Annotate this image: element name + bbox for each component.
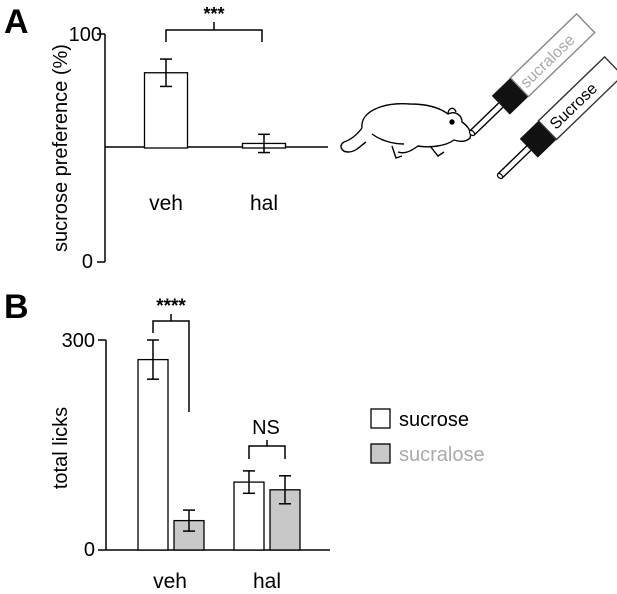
- panel-a-letter: A: [4, 3, 29, 41]
- panel-a-xtick-hal: hal: [250, 192, 278, 215]
- legend: sucrose sucralose: [370, 408, 485, 466]
- bottle-sucrose: Sucrose: [496, 55, 617, 180]
- panel-a: A 100 0 sucrose preference (%) veh hal *…: [4, 3, 328, 273]
- panel-b-xtick-veh: veh: [153, 570, 187, 593]
- panel-a-significance: ***: [203, 4, 224, 24]
- panel-b-ytick-label-top: 300: [62, 330, 95, 352]
- legend-label-sucrose: sucrose: [399, 409, 469, 431]
- mouse-drinking-icon: [340, 103, 472, 159]
- panel-a-ylabel: sucrose preference (%): [50, 44, 72, 252]
- panel-a-ytick-label-top: 100: [69, 24, 102, 46]
- panel-b-letter: B: [4, 288, 29, 326]
- legend-swatch-sucrose: [370, 408, 391, 429]
- panel-b: B 300 0 total licks veh hal **** NS: [4, 288, 330, 593]
- panel-a-xtick-veh: veh: [149, 192, 183, 215]
- panel-a-significance-bracket: [165, 22, 263, 42]
- legend-label-sucralose: sucralose: [399, 444, 485, 466]
- bottle-sucralose: sucralose: [468, 12, 596, 137]
- panel-b-xtick-hal: hal: [253, 570, 281, 593]
- bar-sucrose-veh: [137, 358, 169, 551]
- panel-b-hal-significance: NS: [252, 417, 280, 439]
- panel-b-veh-significance-bracket: [152, 314, 190, 412]
- panel-b-ylabel: total licks: [50, 407, 72, 489]
- panel-b-veh-significance: ****: [156, 296, 186, 317]
- legend-swatch-sucralose: [370, 443, 391, 464]
- panel-b-ytick-label-bottom: 0: [84, 539, 95, 561]
- panel-a-ytick-label-bottom: 0: [82, 251, 93, 273]
- panel-b-hal-significance-bracket: [248, 440, 286, 459]
